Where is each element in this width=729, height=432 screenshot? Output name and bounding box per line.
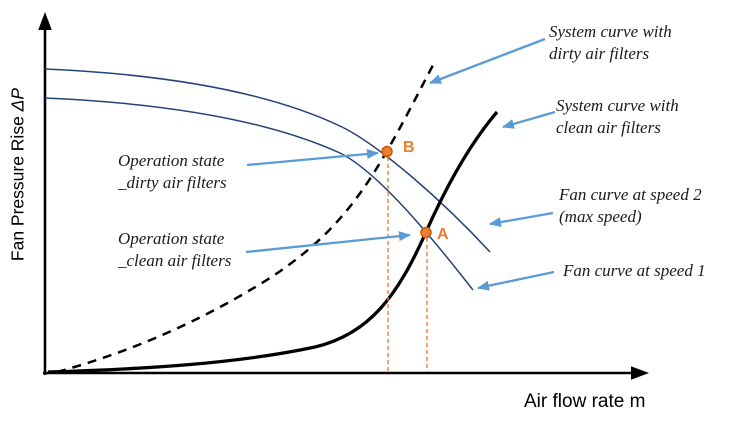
arrow-system-dirty (429, 37, 546, 85)
label-line: clean air filters (556, 118, 661, 137)
label-system-curve-dirty: System curve with dirty air filters (549, 21, 672, 65)
label-operation-state-dirty: Operation state _dirty air filters (118, 150, 227, 194)
label-line: System curve with (549, 22, 672, 41)
label-line: (max speed) (559, 207, 642, 226)
arrow-fan-speed-2 (489, 211, 554, 228)
label-line: System curve with (556, 96, 679, 115)
y-axis-arrowhead-icon (38, 12, 52, 30)
arrow-operation-clean (245, 231, 411, 254)
point-b-label: B (403, 139, 415, 156)
x-axis-label: Air flow rate m (524, 391, 646, 412)
label-line: _clean air filters (118, 251, 232, 270)
label-line: Fan curve at speed 1 (563, 261, 706, 280)
system-curve-clean-filters (47, 110, 499, 374)
label-fan-curve-speed-2: Fan curve at speed 2 (max speed) (559, 184, 702, 228)
arrow-operation-dirty (246, 149, 379, 167)
arrow-system-clean (502, 110, 556, 129)
arrow-fan-speed-1 (477, 270, 555, 291)
y-axis-label-text: Fan Pressure Rise (7, 116, 28, 262)
system-curve-dirty-filters (56, 64, 435, 374)
fan-curve-speed-2 (44, 68, 491, 253)
y-axis-label: Fan Pressure Rise ΔP (8, 5, 29, 345)
point-a-label: A (437, 226, 449, 243)
fan-curve-speed-1 (44, 97, 474, 291)
label-line: _dirty air filters (118, 173, 227, 192)
label-line: Operation state (118, 151, 225, 170)
label-fan-curve-speed-1: Fan curve at speed 1 (563, 260, 706, 282)
label-line: dirty air filters (549, 44, 650, 63)
point-a-dot (420, 226, 432, 239)
label-line: Fan curve at speed 2 (559, 185, 702, 204)
point-b-dot (381, 145, 393, 158)
y-axis-label-symbol: ΔP (7, 87, 28, 112)
label-line: Operation state (118, 229, 225, 248)
label-system-curve-clean: System curve with clean air filters (556, 95, 679, 139)
x-axis-arrowhead-icon (631, 366, 649, 380)
label-operation-state-clean: Operation state _clean air filters (118, 228, 231, 272)
